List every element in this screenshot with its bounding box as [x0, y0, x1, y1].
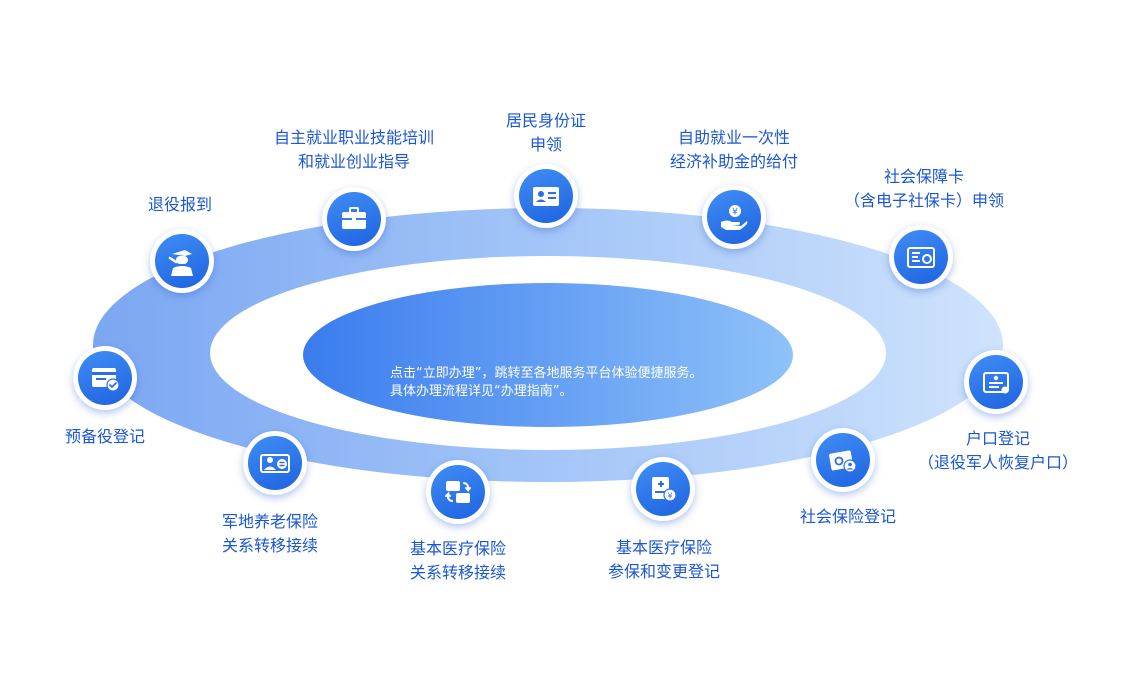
medtransfer-button[interactable] — [426, 460, 490, 524]
node-medreg[interactable]: ¥ — [631, 457, 695, 521]
training-button[interactable] — [322, 187, 386, 251]
idcard-button[interactable] — [514, 164, 578, 228]
node-training[interactable] — [322, 187, 386, 251]
center-line-2: 具体办理流程详见“办理指南”。 — [390, 384, 573, 399]
label-ssreg: 社会保险登记 — [799, 507, 896, 526]
center-ellipse — [303, 283, 793, 427]
certificate-icon — [983, 372, 1009, 394]
transfer-arrows-icon — [445, 481, 471, 503]
svg-text:¥: ¥ — [667, 492, 672, 501]
node-subsidy[interactable]: ¥ — [702, 185, 766, 249]
briefcase-icon — [342, 207, 366, 229]
hand-coin-icon: ¥ — [721, 205, 748, 230]
medreg-button[interactable]: ¥ — [631, 457, 695, 521]
subsidy-button[interactable]: ¥ — [702, 185, 766, 249]
pension-button[interactable] — [243, 431, 307, 495]
register-check-icon — [92, 368, 120, 392]
center-description: 点击“立即办理”，跳转至各地服务平台体验便捷服务。 具体办理流程详见“办理指南”… — [390, 365, 770, 401]
label-hukou: 户口登记（退役军人恢复户口） — [917, 429, 1078, 472]
hukou-button[interactable] — [964, 350, 1028, 414]
ssreg-button[interactable] — [811, 428, 875, 492]
label-medreg: 基本医疗保险参保和变更登记 — [607, 538, 720, 581]
social-security-card-icon — [907, 247, 935, 268]
label-idcard: 居民身份证申领 — [505, 111, 586, 154]
node-medtransfer[interactable] — [426, 460, 490, 524]
label-medtransfer: 基本医疗保险关系转移接续 — [409, 539, 506, 582]
retire-button[interactable] — [150, 229, 214, 293]
reserve-button[interactable] — [73, 346, 137, 410]
sscard-button[interactable] — [889, 225, 953, 289]
label-subsidy: 自助就业一次性经济补助金的给付 — [669, 128, 798, 171]
label-reserve: 预备役登记 — [64, 427, 145, 446]
label-training: 自主就业职业技能培训和就业创业指导 — [273, 128, 434, 171]
insurance-card-user-icon — [829, 450, 857, 473]
soldier-salute-icon — [168, 250, 193, 276]
label-pension: 军地养老保险关系转移接续 — [221, 512, 318, 555]
center-line-1: 点击“立即办理”，跳转至各地服务平台体验便捷服务。 — [390, 366, 703, 381]
node-ssreg[interactable] — [811, 428, 875, 492]
node-retire[interactable] — [150, 229, 214, 293]
id-card-icon — [533, 187, 559, 206]
node-idcard[interactable] — [514, 164, 578, 228]
label-retire: 退役报到 — [147, 195, 212, 214]
node-hukou[interactable] — [964, 350, 1028, 414]
node-reserve[interactable] — [73, 346, 137, 410]
svg-text:¥: ¥ — [732, 208, 738, 218]
node-pension[interactable] — [243, 431, 307, 495]
label-sscard: 社会保障卡（含电子社保卡）申领 — [843, 167, 1004, 210]
medical-bill-icon: ¥ — [652, 477, 677, 502]
node-sscard[interactable] — [889, 225, 953, 289]
pension-transfer-icon — [260, 454, 290, 473]
